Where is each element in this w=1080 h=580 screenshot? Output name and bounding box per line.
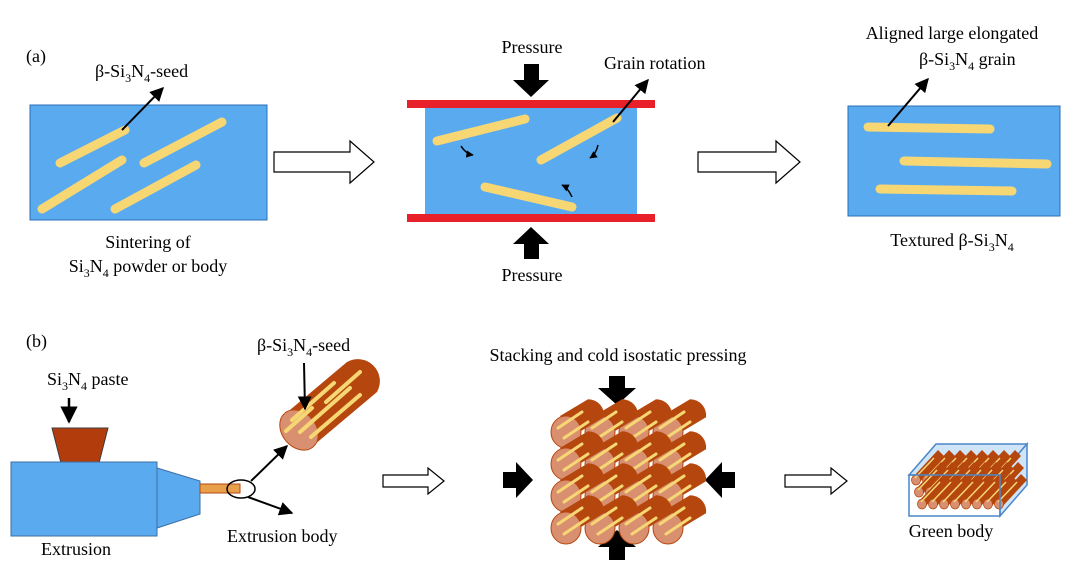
extruded-rod bbox=[199, 483, 241, 494]
press-arrow-right-icon bbox=[705, 462, 735, 498]
press-arrow-top-icon bbox=[598, 376, 636, 405]
pressure-label-top: Pressure bbox=[502, 37, 563, 57]
process-arrow-1 bbox=[273, 139, 375, 185]
grain-rotation-pointer bbox=[612, 78, 649, 123]
rotation-arrows bbox=[460, 144, 599, 198]
seed-label-b: β-Si3N4-seed bbox=[257, 335, 350, 359]
pressure-label-bottom: Pressure bbox=[502, 265, 563, 285]
process-arrow-3 bbox=[382, 466, 445, 496]
extrusion-highlight-circle bbox=[226, 479, 256, 499]
top-press-plate bbox=[407, 100, 655, 108]
rod-seeds bbox=[284, 370, 362, 439]
aligned-pointer-arrow bbox=[887, 77, 929, 127]
zoomed-rod bbox=[279, 359, 380, 451]
green-body-rod bbox=[914, 462, 947, 498]
bottom-press-plate bbox=[407, 214, 655, 222]
paste-label: Si3N4 paste bbox=[47, 369, 129, 393]
grain-rotation-label: Grain rotation bbox=[604, 53, 705, 73]
extruder bbox=[10, 427, 256, 537]
extrusion-body-label: Extrusion body bbox=[227, 526, 338, 546]
green-body-rod bbox=[972, 474, 1005, 510]
press-arrow-bottom-icon bbox=[598, 530, 636, 560]
green-body-rod bbox=[928, 474, 961, 510]
press-arrow-left-icon bbox=[503, 462, 533, 498]
pressure-arrow-up-icon bbox=[513, 227, 549, 259]
green-body-rod bbox=[917, 474, 950, 510]
green-body-rod bbox=[950, 474, 983, 510]
green-body-rod bbox=[961, 474, 994, 510]
aligned-grains bbox=[863, 122, 1052, 196]
seed-pointer-b bbox=[297, 362, 312, 411]
paste-hopper bbox=[51, 427, 109, 464]
zoom-arrow-up bbox=[250, 445, 289, 482]
sintering-box bbox=[29, 86, 268, 221]
green-body-rod bbox=[939, 474, 972, 510]
textured-box bbox=[847, 77, 1061, 217]
rod-stack bbox=[550, 399, 707, 545]
pressure-arrow-down-icon bbox=[513, 64, 549, 97]
green-body-rod bbox=[994, 474, 1027, 510]
seed-grains bbox=[37, 117, 227, 214]
seed-pointer-arrow bbox=[121, 86, 164, 131]
aligned-label-line1: Aligned large elongated bbox=[866, 23, 1039, 43]
rotating-grains bbox=[432, 113, 622, 212]
zoom-arrow-down bbox=[247, 496, 294, 516]
stacked-rod bbox=[618, 495, 673, 545]
stacking-label: Stacking and cold isostatic pressing bbox=[490, 345, 747, 365]
aligned-label-line2: β-Si3N4 grain bbox=[919, 49, 1016, 73]
green-body-label: Green body bbox=[909, 521, 993, 541]
seed-label-a: β-Si3N4-seed bbox=[95, 61, 188, 85]
sintering-caption-line2: Si3N4 powder or body bbox=[69, 256, 228, 280]
sintering-caption-line1: Sintering of bbox=[105, 232, 191, 252]
process-arrow-2 bbox=[697, 139, 801, 185]
extrusion-label: Extrusion bbox=[41, 539, 111, 559]
panel-a-label: (a) bbox=[26, 46, 46, 67]
green-body bbox=[907, 441, 1029, 519]
pressing-assembly bbox=[407, 78, 655, 222]
textured-caption: Textured β-Si3N4 bbox=[890, 230, 1013, 254]
process-arrow-4 bbox=[784, 466, 848, 496]
panel-b-label: (b) bbox=[26, 331, 47, 352]
stacked-rod bbox=[550, 495, 605, 545]
